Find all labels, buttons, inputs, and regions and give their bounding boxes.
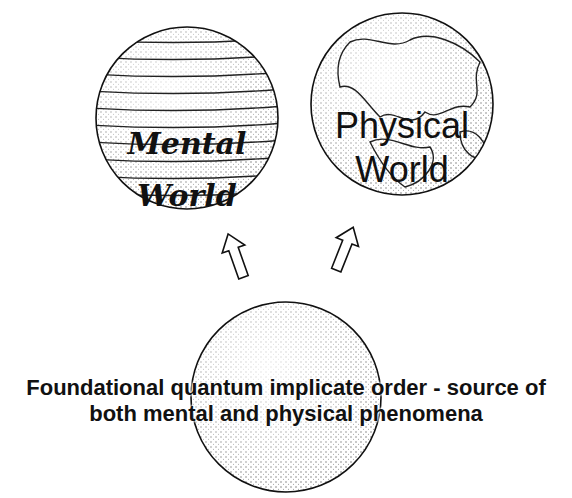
hollow-arrow [222, 234, 248, 279]
globe-label: Physical World [320, 104, 484, 192]
physical-world-globe: Physical World [310, 12, 494, 196]
globe-label: Mental World [105, 118, 269, 222]
mental-world-globe: Mental World [95, 26, 279, 210]
foundation-globe: Foundational quantum implicate order - s… [190, 301, 382, 493]
globe-label: Foundational quantum implicate order - s… [16, 375, 556, 427]
hollow-arrow [332, 227, 359, 272]
